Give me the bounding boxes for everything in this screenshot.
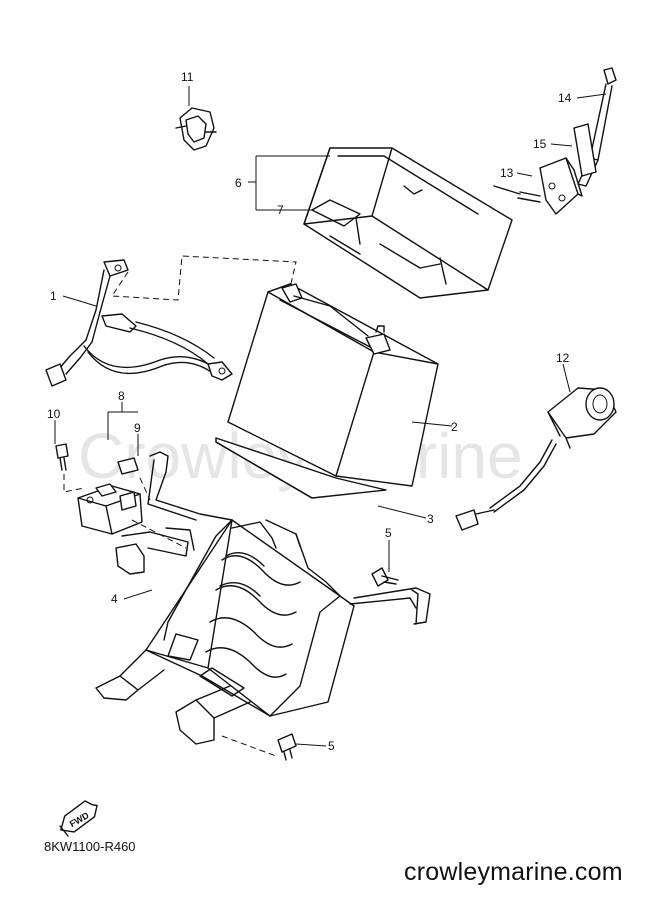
part-5-bolt-lower bbox=[221, 733, 297, 761]
callout-5-upper: 5 bbox=[385, 526, 392, 540]
part-6-battery-cover bbox=[303, 147, 513, 299]
callout-4: 4 bbox=[111, 592, 118, 606]
site-url: crowleymarine.com bbox=[404, 858, 623, 886]
callout-14: 14 bbox=[558, 91, 572, 105]
part-11-clip bbox=[175, 107, 217, 151]
callout-6: 6 bbox=[235, 176, 242, 190]
callout-9: 9 bbox=[134, 421, 141, 435]
part-2-battery bbox=[227, 283, 439, 487]
diagram-code: 8KW1100-R460 bbox=[44, 839, 136, 854]
part-3-pad bbox=[215, 437, 387, 499]
callout-12: 12 bbox=[556, 351, 570, 365]
callout-11: 11 bbox=[181, 70, 194, 84]
part-8-relay bbox=[63, 474, 187, 549]
callout-leaders bbox=[54, 86, 607, 747]
callout-8: 8 bbox=[118, 389, 125, 403]
part-15-pad bbox=[573, 123, 597, 177]
part-4-battery-case bbox=[95, 451, 431, 745]
callout-13: 13 bbox=[500, 166, 514, 180]
callout-1: 1 bbox=[50, 289, 57, 303]
part-13-bracket bbox=[493, 157, 583, 215]
part-5-bolt-upper bbox=[371, 567, 399, 587]
fwd-arrow-icon: FWD bbox=[59, 800, 98, 837]
part-1-lead-wire bbox=[45, 255, 297, 387]
part-12-socket bbox=[455, 387, 617, 531]
callout-5-lower: 5 bbox=[328, 739, 335, 753]
part-10-bolt bbox=[55, 443, 69, 471]
callout-7: 7 bbox=[277, 203, 284, 217]
callout-15: 15 bbox=[533, 137, 547, 151]
callout-3: 3 bbox=[427, 512, 434, 526]
callout-2: 2 bbox=[451, 420, 458, 434]
part-9-fuse bbox=[117, 457, 139, 475]
callout-10: 10 bbox=[47, 407, 61, 421]
